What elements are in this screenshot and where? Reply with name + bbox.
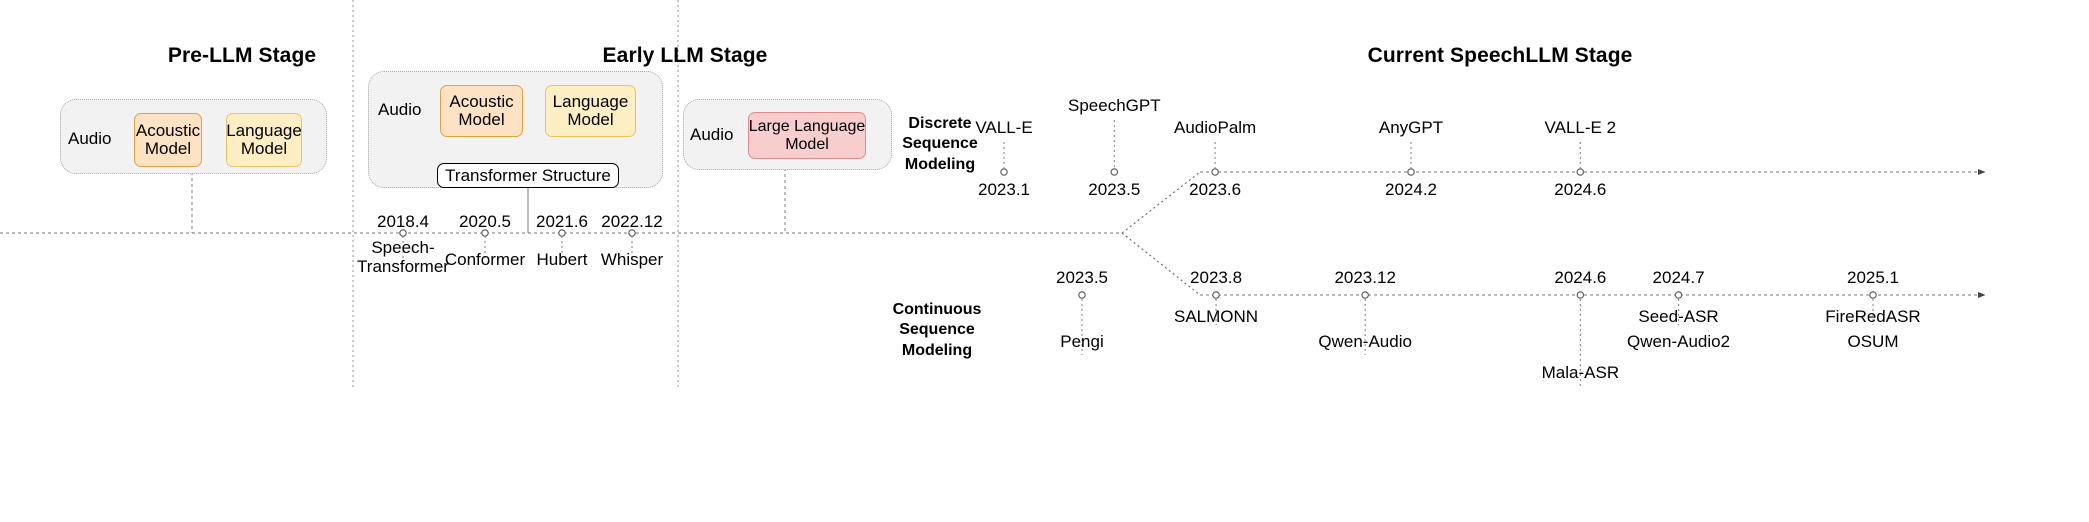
discrete-date-3: 2024.2	[1385, 180, 1437, 199]
stage-title-current-speechllm: Current SpeechLLM Stage	[1367, 44, 1633, 67]
discrete-date-4: 2024.6	[1554, 180, 1607, 199]
pre-llm-audio-label: Audio	[68, 129, 112, 148]
tick-continuous-4	[1674, 291, 1683, 299]
main-date-1: 2020.5	[459, 212, 511, 231]
current-large-language-model-box: Large Language Model	[748, 112, 866, 159]
discrete-label-line2: Sequence	[902, 135, 978, 153]
main-date-3: 2022.12	[601, 212, 663, 231]
early-llm-acoustic-line2: Model	[458, 110, 505, 129]
continuous-date-4: 2024.7	[1652, 268, 1705, 287]
discrete-event-4: VALL-E 2	[1544, 118, 1617, 137]
discrete-event-1: SpeechGPT	[1067, 96, 1161, 115]
continuous-sequence-modeling-label: Continuous Sequence Modeling	[893, 300, 982, 361]
branch-lower	[1121, 232, 1201, 296]
current-llm-line1: Large Language	[748, 118, 866, 136]
continuous-label-line1: Continuous	[892, 301, 982, 318]
discrete-sequence-modeling-label: Discrete Sequence Modeling	[902, 114, 978, 175]
main-event-label-0-line2: Transformer	[357, 257, 449, 277]
continuous-label-line2: Sequence	[899, 321, 975, 339]
continuous-date-1: 2023.8	[1190, 268, 1243, 287]
pre-llm-language-line2: Model	[240, 139, 288, 158]
discrete-label-line1: Discrete	[908, 115, 972, 132]
early-llm-audio-label: Audio	[378, 100, 422, 119]
main-date-2: 2021.6	[536, 212, 588, 231]
tick-continuous-2	[1361, 291, 1369, 299]
main-date-0: 2018.4	[377, 212, 429, 231]
continuous-date-3: 2024.6	[1554, 268, 1607, 287]
continuous-date-6: 2025.1	[1847, 268, 1899, 287]
continuous-event-6: FireRedASR	[1825, 307, 1921, 326]
continuous-event-7: OSUM	[1847, 332, 1899, 351]
discrete-date-1: 2023.5	[1088, 180, 1141, 199]
early-llm-language-model-box: Language Model	[545, 85, 636, 137]
discrete-label-line3: Modeling	[904, 155, 976, 173]
pre-llm-language-model-box: Language Model	[226, 113, 302, 167]
continuous-label-line3: Modeling	[901, 341, 973, 359]
continuous-event-4: Seed-ASR	[1638, 307, 1719, 326]
tick-discrete-1	[1110, 168, 1119, 176]
tick-discrete-3	[1407, 168, 1415, 176]
early-llm-language-line1: Language	[552, 91, 629, 111]
pre-llm-acoustic-line1: Acoustic	[135, 120, 201, 140]
main-event-label-3: Whisper	[600, 250, 664, 269]
continuous-event-0: Pengi	[1060, 332, 1104, 351]
discrete-event-3: AnyGPT	[1378, 118, 1444, 137]
stage-title-pre-llm: Pre-LLM Stage	[167, 44, 317, 67]
main-event-label-0: Speech-Transformer	[357, 238, 449, 276]
discrete-date-2: 2023.6	[1189, 180, 1242, 199]
tick-discrete-4	[1576, 168, 1585, 176]
main-event-label-2: Hubert	[536, 250, 588, 269]
continuous-date-0: 2023.5	[1056, 268, 1108, 287]
discrete-date-0: 2023.1	[978, 180, 1030, 199]
early-llm-acoustic-line1: Acoustic	[449, 91, 514, 111]
tick-continuous-1	[1212, 291, 1220, 299]
tick-discrete-2	[1211, 168, 1219, 176]
continuous-event-5: Qwen-Audio2	[1627, 332, 1731, 351]
tick-discrete-0	[1000, 168, 1008, 176]
stage-title-early-llm: Early LLM Stage	[602, 44, 768, 67]
pre-llm-language-line1: Language	[226, 120, 302, 140]
main-event-label-1: Conformer	[444, 250, 526, 269]
discrete-event-0: VALL-E	[975, 118, 1033, 137]
tick-continuous-6	[1869, 291, 1877, 299]
early-llm-language-line2: Model	[567, 110, 614, 129]
main-event-label-0-line1: Speech-	[371, 238, 435, 257]
pre-llm-acoustic-line2: Model	[144, 139, 192, 158]
pre-llm-acoustic-model-box: Acoustic Model	[134, 113, 202, 167]
tick-continuous-0	[1078, 291, 1086, 299]
current-audio-label: Audio	[690, 125, 734, 144]
tick-continuous-3	[1576, 291, 1585, 299]
current-llm-line2: Model	[785, 135, 829, 153]
continuous-event-2: Qwen-Audio	[1318, 332, 1412, 351]
early-llm-acoustic-model-box: Acoustic Model	[440, 85, 523, 137]
continuous-event-1: SALMONN	[1173, 307, 1259, 326]
early-llm-transformer-structure-box: Transformer Structure	[437, 163, 619, 188]
discrete-event-2: AudioPalm	[1174, 118, 1257, 137]
continuous-event-3: Mala-ASR	[1541, 363, 1620, 382]
continuous-date-2: 2023.12	[1334, 268, 1396, 287]
